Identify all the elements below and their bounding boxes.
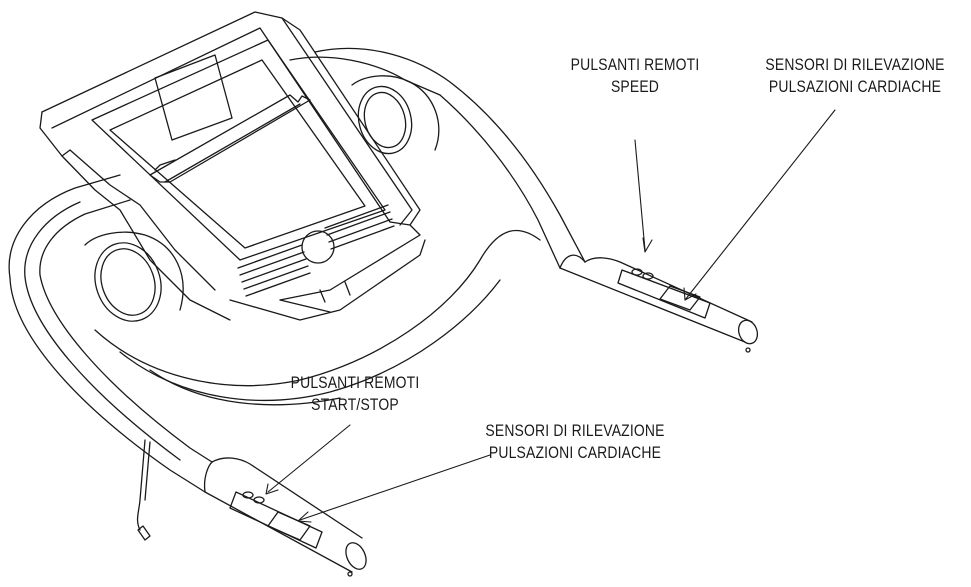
speaker-grille-right bbox=[324, 204, 395, 250]
right-sensor-pad bbox=[617, 269, 711, 319]
speaker-grille-left bbox=[237, 244, 311, 297]
side-ring-left bbox=[84, 231, 184, 322]
leader-sensors-left bbox=[299, 454, 491, 521]
label-speed-line1: PULSANTI REMOTI bbox=[570, 55, 700, 74]
power-cable bbox=[136, 439, 151, 541]
center-knob bbox=[301, 230, 335, 264]
side-ring-right bbox=[351, 75, 440, 155]
label-sensors-left: SENSORI DI RILEVAZIONE PULSAZIONI CARDIA… bbox=[481, 420, 670, 464]
label-speed-line2: SPEED bbox=[610, 77, 660, 96]
label-sensors-right-line1: SENSORI DI RILEVAZIONE bbox=[765, 55, 945, 74]
console-body bbox=[39, 11, 426, 321]
leader-start-stop bbox=[267, 424, 351, 493]
label-sensors-left-line2: PULSAZIONI CARDIACHE bbox=[488, 443, 662, 462]
label-sensors-right: SENSORI DI RILEVAZIONE PULSAZIONI CARDIA… bbox=[761, 54, 950, 98]
right-handlebar-grip bbox=[559, 254, 759, 353]
label-start-stop-buttons: PULSANTI REMOTI START/STOP bbox=[273, 372, 437, 416]
leader-speed bbox=[634, 139, 646, 251]
label-speed-buttons: PULSANTI REMOTI SPEED bbox=[541, 54, 730, 98]
leader-lines bbox=[265, 109, 836, 523]
book-tray bbox=[149, 94, 311, 183]
label-start-stop-line2: START/STOP bbox=[311, 395, 399, 414]
display-screen bbox=[154, 54, 233, 141]
label-sensors-left-line1: SENSORI DI RILEVAZIONE bbox=[485, 421, 665, 440]
left-sensor-pad bbox=[229, 491, 323, 549]
leader-sensors-right bbox=[684, 109, 836, 301]
handlebar-frame bbox=[8, 47, 586, 493]
label-start-stop-line1: PULSANTI REMOTI bbox=[290, 373, 420, 392]
label-sensors-right-line2: PULSAZIONI CARDIACHE bbox=[768, 77, 942, 96]
right-sensor-plate bbox=[659, 285, 701, 311]
